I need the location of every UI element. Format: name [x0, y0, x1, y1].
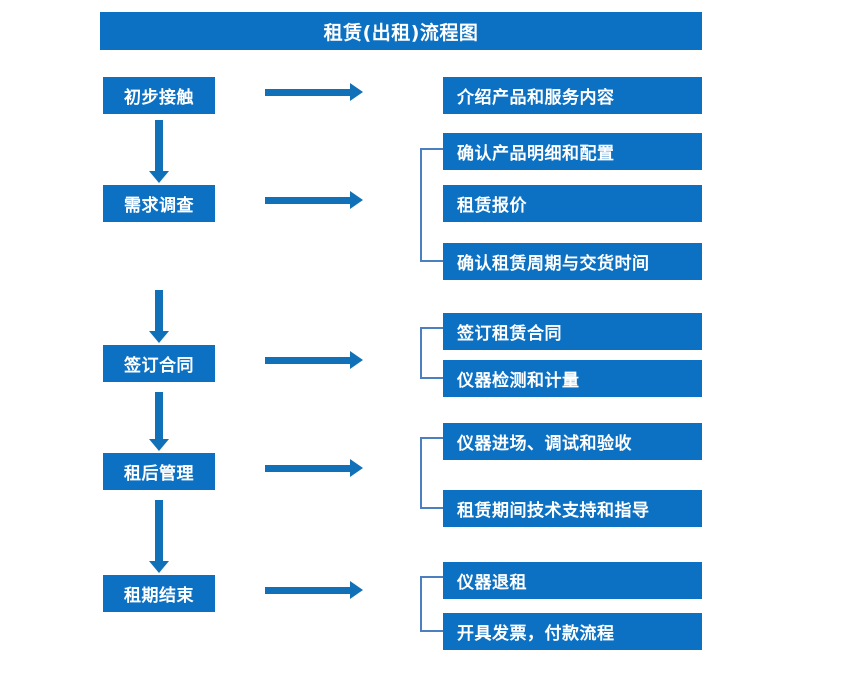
detail-box-instrument-entry-commissioning[interactable]: 仪器进场、调试和验收: [443, 423, 702, 460]
stage-box-initial-contact[interactable]: 初步接触: [103, 77, 215, 114]
arrow-contact-to-details-icon: [265, 83, 363, 101]
detail-box-sign-rental-contract[interactable]: 签订租赁合同: [443, 313, 702, 350]
page-title: 租赁(出租)流程图: [100, 12, 702, 50]
stage-box-requirement-survey[interactable]: 需求调查: [103, 185, 215, 222]
stage-box-sign-contract[interactable]: 签订合同: [103, 345, 215, 382]
bracket-end-group-icon: [420, 576, 443, 632]
stage-box-rental-end[interactable]: 租期结束: [103, 575, 215, 612]
detail-box-technical-support[interactable]: 租赁期间技术支持和指导: [443, 490, 702, 527]
arrow-contract-to-management-icon: [149, 392, 169, 451]
bracket-contract-group-icon: [420, 327, 443, 379]
arrow-contact-to-survey-icon: [149, 120, 169, 183]
stage-box-post-rental-management[interactable]: 租后管理: [103, 453, 215, 490]
detail-box-instrument-inspection[interactable]: 仪器检测和计量: [443, 360, 702, 397]
arrow-management-to-end-icon: [149, 500, 169, 573]
arrow-management-to-details-icon: [265, 459, 363, 477]
bracket-management-group-icon: [420, 437, 443, 509]
arrow-survey-to-details-icon: [265, 191, 363, 209]
detail-box-instrument-return[interactable]: 仪器退租: [443, 562, 702, 599]
detail-box-confirm-period-delivery[interactable]: 确认租赁周期与交货时间: [443, 243, 702, 280]
detail-box-rental-quotation[interactable]: 租赁报价: [443, 185, 702, 222]
detail-box-invoice-payment[interactable]: 开具发票，付款流程: [443, 613, 702, 650]
bracket-survey-group-icon: [420, 148, 443, 262]
arrow-survey-to-contract-icon: [149, 290, 169, 343]
detail-box-confirm-product-details[interactable]: 确认产品明细和配置: [443, 133, 702, 170]
detail-box-introduce-products[interactable]: 介绍产品和服务内容: [443, 77, 702, 114]
arrow-end-to-details-icon: [265, 581, 363, 599]
arrow-contract-to-details-icon: [265, 351, 363, 369]
